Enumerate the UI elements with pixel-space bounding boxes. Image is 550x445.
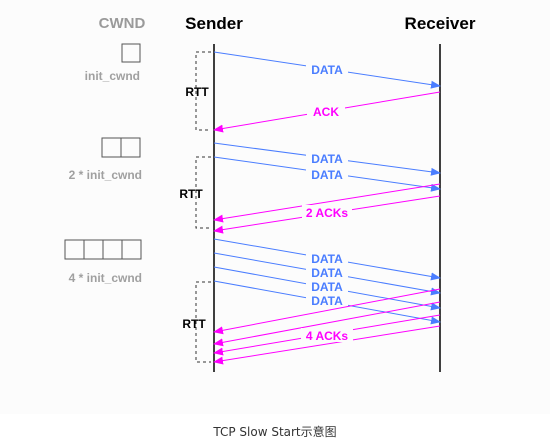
ack-label: 4 ACKs xyxy=(306,329,349,343)
data-label: DATA xyxy=(311,280,343,294)
label-bg xyxy=(306,265,348,279)
receiver-header: Receiver xyxy=(405,14,476,33)
label-bg xyxy=(306,251,348,265)
round-2-messages: DATA DATA 2 ACKs xyxy=(213,142,441,234)
cwnd-boxes-round-1 xyxy=(121,43,141,63)
rtt-bracket-round-3 xyxy=(195,281,211,363)
rtt-bracket-round-1 xyxy=(195,51,211,131)
sender-header: Sender xyxy=(185,14,243,33)
round-3-messages: DATA DATA DATA DATA 4 ACKs xyxy=(213,238,441,365)
round-1-messages: DATA ACK xyxy=(213,51,441,133)
ack-arrow xyxy=(213,301,441,347)
rtt-bracket-round-2 xyxy=(195,156,211,229)
cwnd-label-round-2: 2 * init_cwnd xyxy=(69,168,142,182)
data-label: DATA xyxy=(311,152,343,166)
cwnd-header: CWND xyxy=(99,15,146,32)
cwnd-box xyxy=(101,137,122,158)
cwnd-label-round-1: init_cwnd xyxy=(85,69,140,83)
cwnd-box xyxy=(120,137,141,158)
cwnd-box xyxy=(121,43,141,63)
label-bg xyxy=(306,293,348,307)
rtt-label-round-1: RTT xyxy=(185,85,209,99)
ack-arrow xyxy=(213,183,441,223)
ack-arrow xyxy=(213,325,441,365)
label-bg xyxy=(306,151,348,165)
label-bg xyxy=(306,167,348,181)
label-bg xyxy=(301,328,353,342)
label-bg xyxy=(307,104,345,118)
data-label: DATA xyxy=(311,63,343,77)
cwnd-label-round-3: 4 * init_cwnd xyxy=(69,271,142,285)
label-bg xyxy=(306,279,348,293)
data-label: DATA xyxy=(311,252,343,266)
ack-label: 2 ACKs xyxy=(306,206,349,220)
cwnd-box xyxy=(83,239,104,260)
cwnd-box xyxy=(64,239,85,260)
slow-start-diagram: CWND Sender Receiver init_cwnd 2 * init_… xyxy=(64,14,476,372)
ack-label: ACK xyxy=(313,105,339,119)
label-bg xyxy=(306,62,348,76)
diagram-panel: CWND Sender Receiver init_cwnd 2 * init_… xyxy=(64,14,476,372)
cwnd-box xyxy=(121,239,142,260)
cwnd-boxes-round-3 xyxy=(64,239,142,260)
cwnd-box xyxy=(102,239,123,260)
data-label: DATA xyxy=(311,168,343,182)
cwnd-boxes-round-2 xyxy=(101,137,141,158)
ack-arrow xyxy=(213,288,441,335)
label-bg xyxy=(302,205,352,219)
data-label: DATA xyxy=(311,266,343,280)
figure-caption: TCP Slow Start示意图 xyxy=(213,425,337,439)
data-label: DATA xyxy=(311,294,343,308)
rtt-label-round-2: RTT xyxy=(179,187,203,201)
rtt-label-round-3: RTT xyxy=(182,317,206,331)
